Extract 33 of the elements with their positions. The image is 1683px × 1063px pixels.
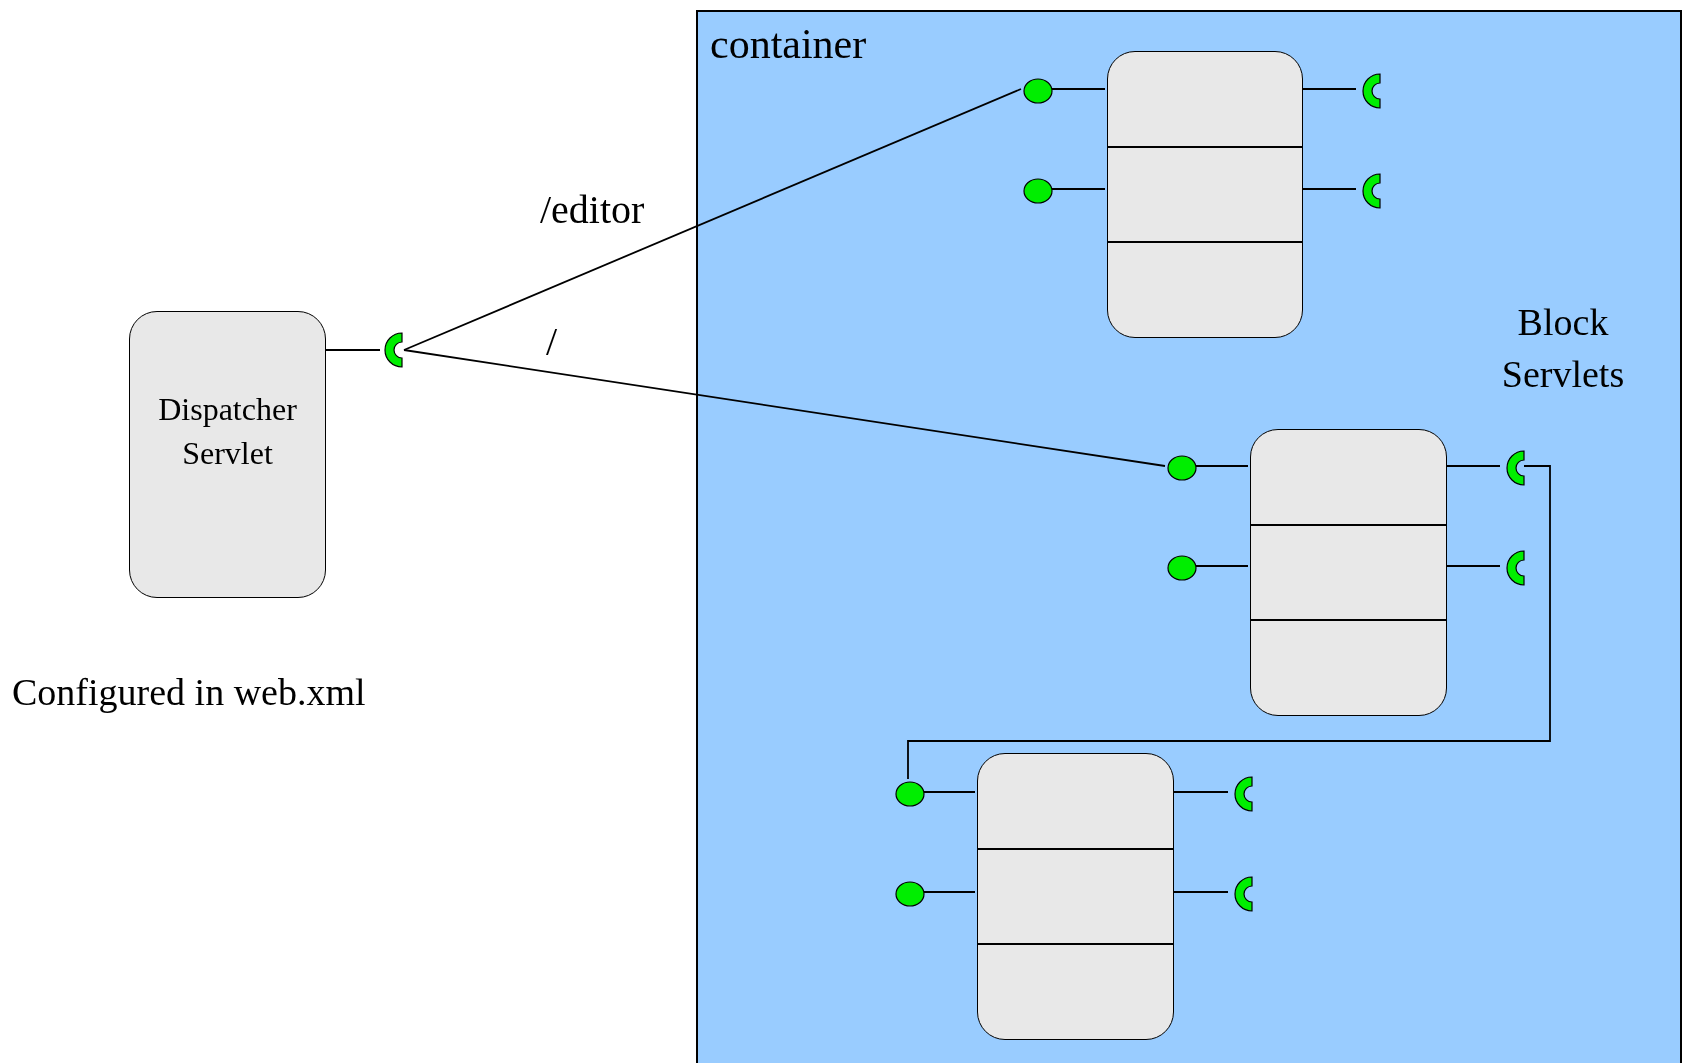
- container-panel: [696, 10, 1682, 1063]
- connector-line: [1194, 465, 1249, 467]
- connector-line: [1300, 88, 1357, 90]
- block-servlet-box: [1250, 429, 1447, 716]
- connector-line: [1171, 891, 1229, 893]
- interface-ball: [1023, 78, 1053, 104]
- interface-ball: [1023, 178, 1053, 204]
- connector-line: [403, 349, 1166, 467]
- edge-label: /: [546, 318, 558, 366]
- interface-ball: [895, 881, 925, 907]
- annotation-text: Configured in web.xml: [12, 670, 366, 715]
- interface-ball: [1167, 555, 1197, 581]
- container-title: container: [710, 20, 868, 69]
- interface-ball: [895, 781, 925, 807]
- servlet-box: [129, 311, 326, 598]
- connector-line: [1171, 791, 1229, 793]
- servlet-label: Dispatcher Servlet: [157, 389, 298, 473]
- connector-line: [1300, 188, 1357, 190]
- connector-line: [1194, 565, 1249, 567]
- connector-line: [922, 891, 976, 893]
- connector-line: [325, 349, 381, 351]
- edge-label: /editor: [540, 186, 645, 234]
- connector-line: [1444, 465, 1501, 467]
- connector-line: [1050, 88, 1106, 90]
- connector-line: [403, 88, 1022, 351]
- block-servlet-box: [977, 753, 1174, 1040]
- connector-line: [907, 465, 1551, 780]
- interface-ball: [1167, 455, 1197, 481]
- annotation-text: Block Servlets: [1500, 300, 1626, 397]
- block-servlet-box: [1107, 51, 1303, 338]
- connector-line: [922, 791, 976, 793]
- connector-line: [1050, 188, 1106, 190]
- connector-line: [1444, 565, 1501, 567]
